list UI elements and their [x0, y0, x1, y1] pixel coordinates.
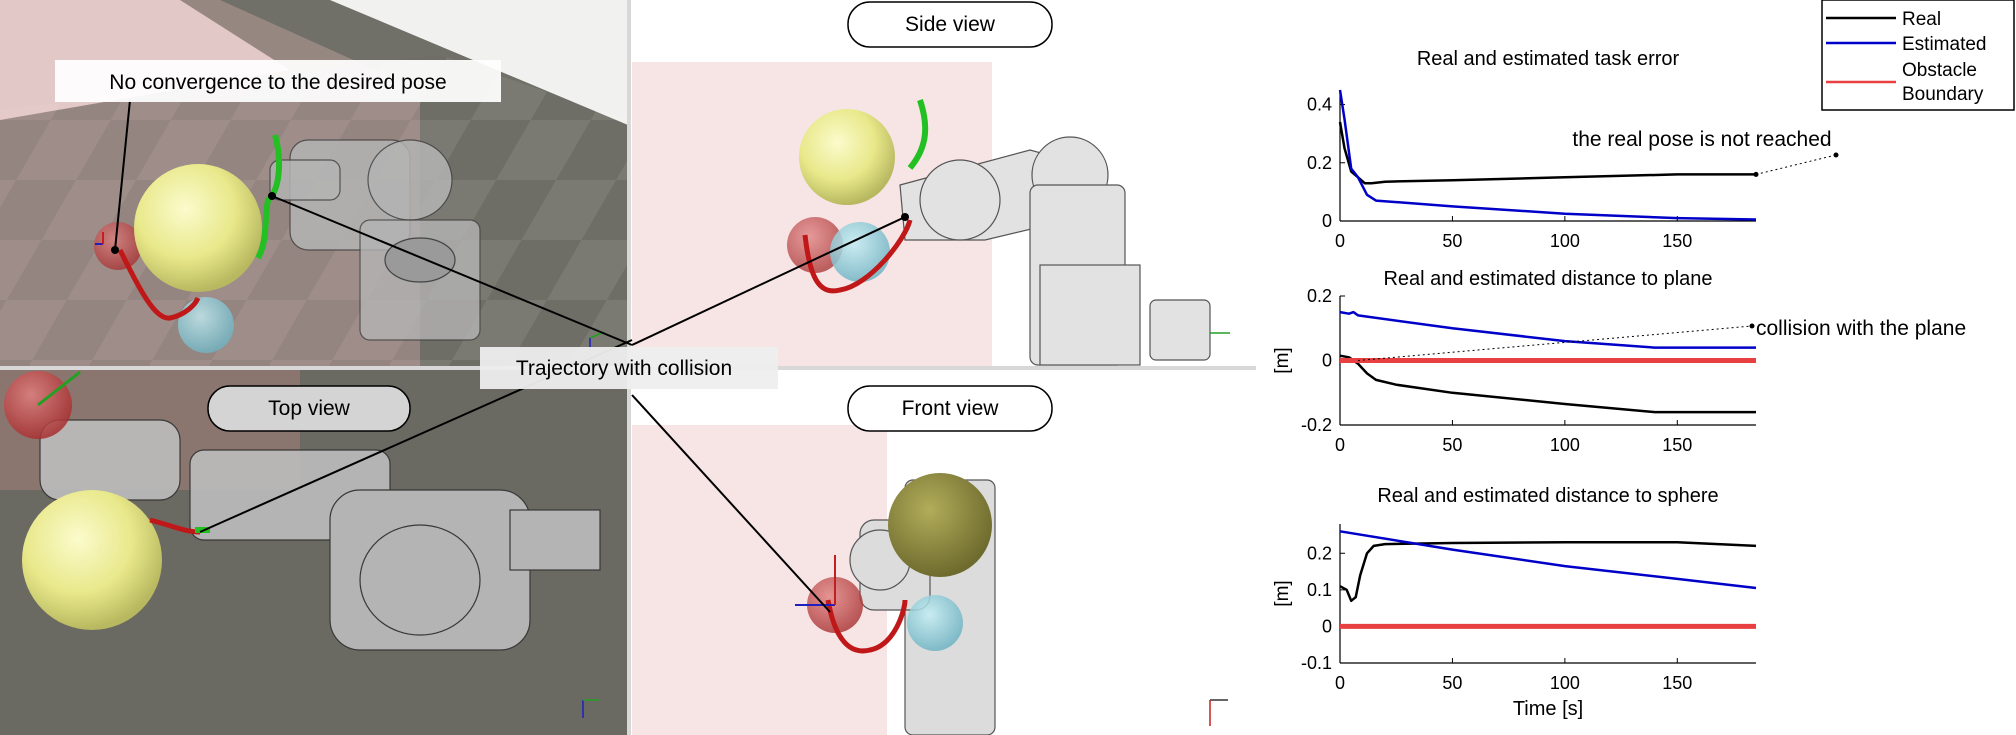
- chart-3-ytick-label: -0.1: [1301, 653, 1332, 673]
- side-view-label: Side view: [847, 1, 1053, 48]
- charts-group: Real and estimated task error 0 0.2 0.4 0 50 1…: [1272, 48, 1966, 720]
- top-view-label-text: Top view: [268, 397, 351, 420]
- chart-3-series-estimated: [1339, 530, 1757, 590]
- yellow-sphere-top: [22, 490, 162, 630]
- chart-1-series-estimated: [1338, 89, 1757, 221]
- side-view-label-text: Side view: [905, 13, 996, 36]
- chart-3-series-real: [1339, 541, 1757, 603]
- chart-1-annotation-dot: [1753, 171, 1759, 177]
- annotation-convergence-text: No convergence to the desired pose: [109, 71, 446, 94]
- chart-2: Real and estimated distance to plane -0.2…: [1272, 268, 1966, 455]
- chart-1: Real and estimated task error 0 0.2 0.4 0 50 1…: [1307, 48, 1839, 251]
- legend-label-boundary: Boundary: [1902, 84, 1984, 105]
- chart-2-xtick-label: 150: [1662, 435, 1692, 455]
- chart-2-xtick-label: 100: [1550, 435, 1580, 455]
- chart-2-title: Real and estimated distance to plane: [1383, 268, 1712, 290]
- chart-2-series-estimated: [1339, 310, 1756, 349]
- yellow-sphere-side: [799, 109, 895, 205]
- chart-3-xlabel: Time [s]: [1513, 698, 1583, 720]
- red-sphere-perspective: [94, 222, 142, 270]
- yellow-sphere-perspective: [134, 164, 262, 292]
- chart-2-ytick-label: 0.2: [1307, 286, 1332, 306]
- chart-3-ytick-label: 0.2: [1307, 543, 1332, 563]
- chart-3-xtick-label: 150: [1662, 673, 1692, 693]
- cyan-sphere-perspective: [178, 297, 234, 353]
- chart-2-series-real: [1339, 354, 1756, 414]
- chart-3: Real and estimated distance to sphere -0.…: [1272, 485, 1757, 720]
- scene-front-view: [630, 370, 1256, 735]
- chart-1-xtick-label: 50: [1442, 231, 1462, 251]
- chart-legend: Real Estimated Obstacle Boundary: [1821, 0, 2015, 111]
- olive-sphere-front: [888, 473, 992, 577]
- legend-label-estimated: Estimated: [1902, 34, 1986, 55]
- chart-2-ytick-label: -0.2: [1301, 415, 1332, 435]
- scene-perspective-view: [0, 0, 628, 366]
- chart-1-xtick-label: 100: [1550, 231, 1580, 251]
- legend-label-real: Real: [1902, 9, 1941, 30]
- annotation-trajectory: Trajectory with collision: [480, 347, 778, 389]
- chart-2-annotation-text: collision with the plane: [1756, 317, 1966, 340]
- chart-1-ytick-label: 0.4: [1307, 95, 1332, 115]
- top-view-label: Top view: [207, 385, 411, 432]
- chart-1-annotation-text: the real pose is not reached: [1572, 128, 1831, 151]
- annotation-trajectory-text: Trajectory with collision: [516, 357, 732, 380]
- chart-1-series-real: [1338, 121, 1756, 185]
- annotation-convergence: No convergence to the desired pose: [55, 60, 501, 102]
- legend-label-obstacle: Obstacle: [1902, 60, 1977, 81]
- front-view-label-text: Front view: [902, 397, 1000, 420]
- chart-2-annotation-leader: [1357, 325, 1753, 361]
- chart-3-ytick-label: 0: [1322, 616, 1332, 636]
- chart-1-annotation-leader: [1755, 154, 1837, 175]
- chart-3-ylabel: [m]: [1272, 580, 1293, 606]
- chart-1-annotation-dot-end: [1833, 152, 1839, 158]
- front-view-label: Front view: [847, 385, 1053, 432]
- chart-1-title: Real and estimated task error: [1417, 48, 1680, 70]
- chart-2-annotation-dot: [1749, 323, 1755, 329]
- chart-3-xtick-label: 0: [1335, 673, 1345, 693]
- chart-2-ylabel: [m]: [1272, 347, 1293, 373]
- chart-1-xtick-label: 0: [1335, 231, 1345, 251]
- chart-2-xtick-label: 0: [1335, 435, 1345, 455]
- chart-1-xtick-label: 150: [1662, 231, 1692, 251]
- chart-2-xtick-label: 50: [1442, 435, 1462, 455]
- scene-side-view: [630, 0, 1256, 366]
- chart-1-ytick-label: 0: [1322, 211, 1332, 231]
- chart-3-title: Real and estimated distance to sphere: [1377, 485, 1718, 507]
- chart-2-ytick-label: 0: [1322, 351, 1332, 371]
- chart-3-xtick-label: 100: [1550, 673, 1580, 693]
- chart-3-xtick-label: 50: [1442, 673, 1462, 693]
- chart-3-ytick-label: 0.1: [1307, 580, 1332, 600]
- chart-1-ytick-label: 0.2: [1307, 153, 1332, 173]
